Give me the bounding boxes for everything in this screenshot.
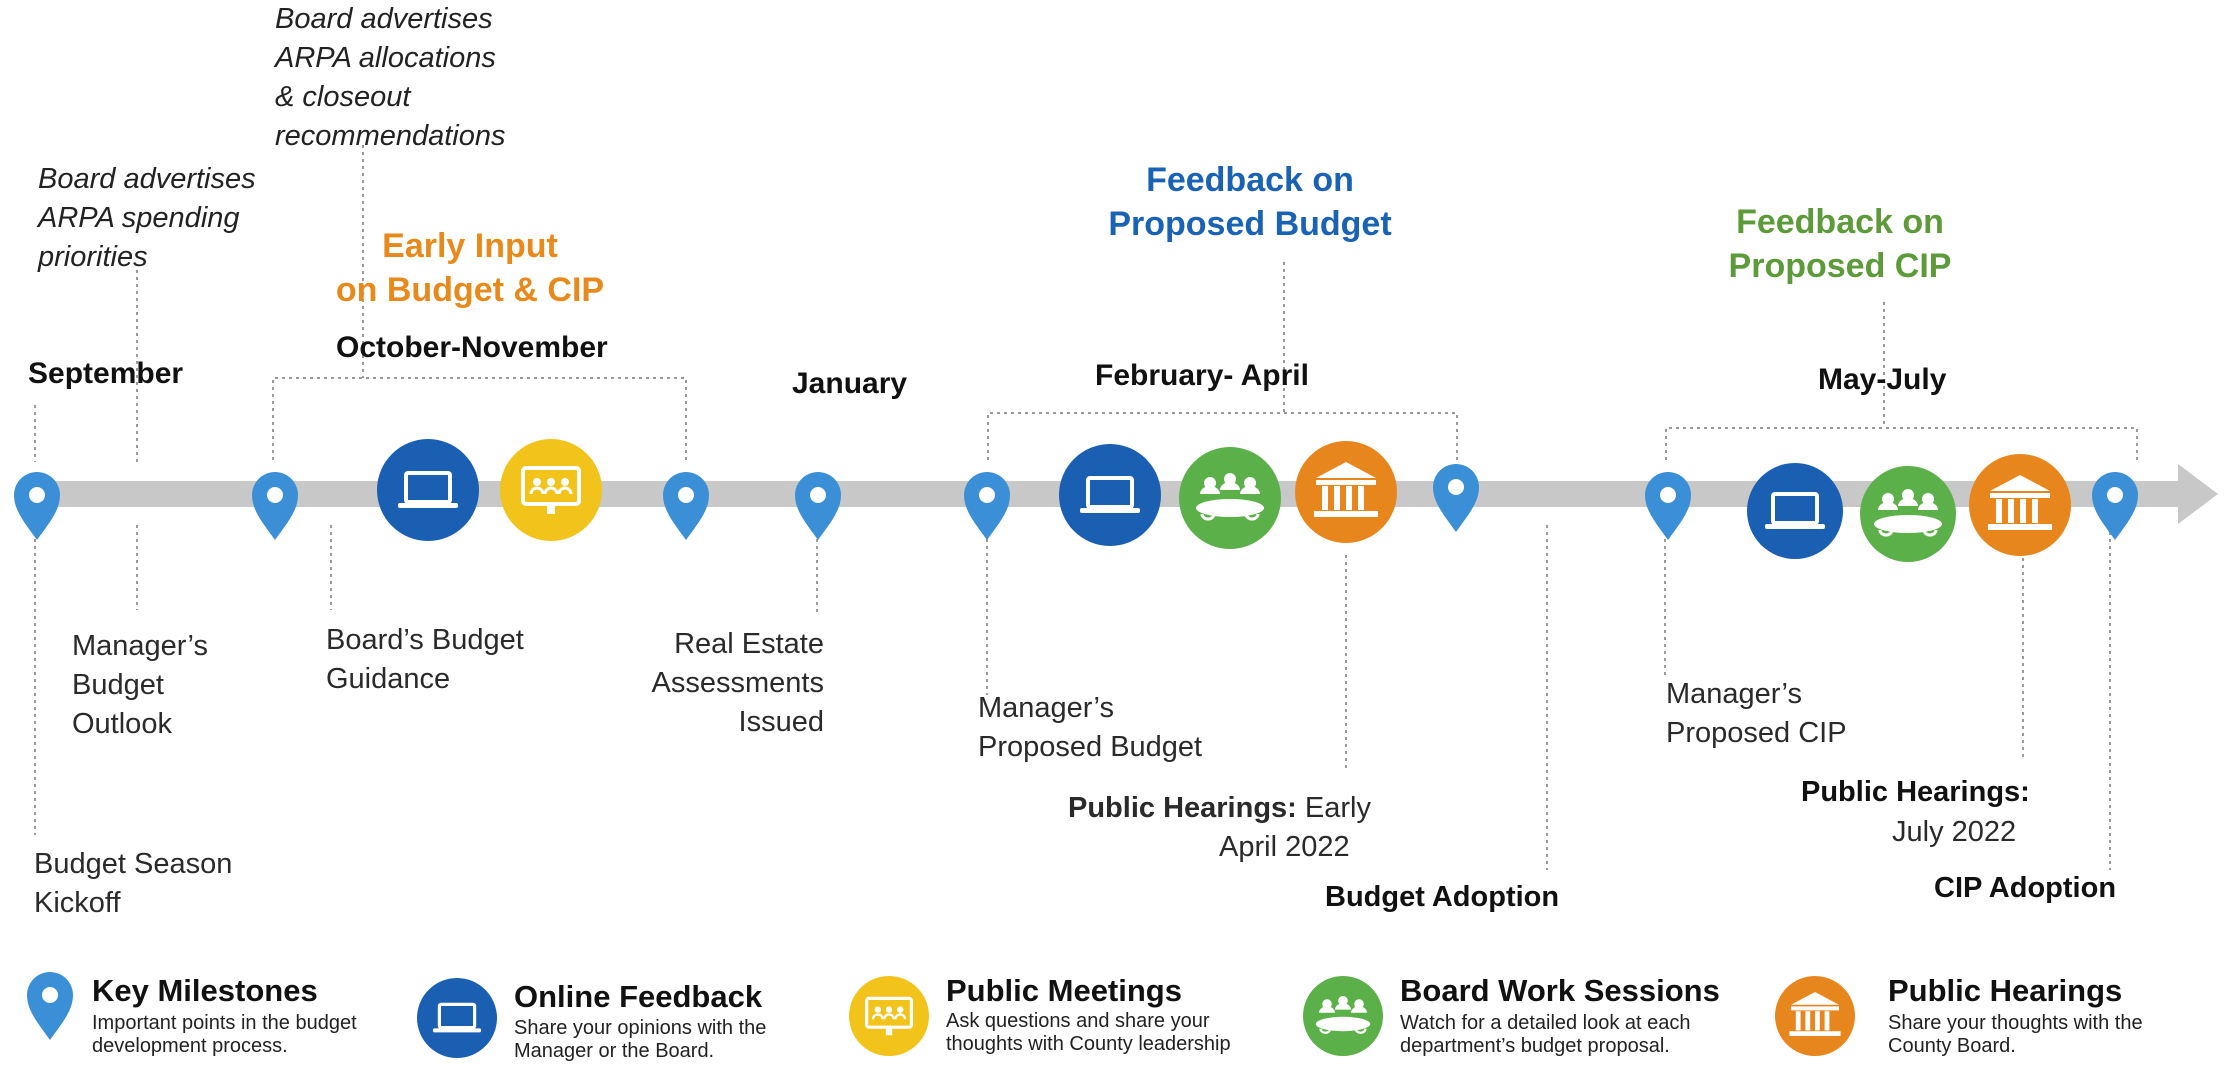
milestone-guidance-pin xyxy=(252,472,298,540)
arpa-allocations-note: Board advertises ARPA allocations & clos… xyxy=(275,3,506,152)
milestone-proposed-budget-pin xyxy=(964,472,1010,540)
month-january: January xyxy=(792,367,908,400)
event-budget-outlook: Manager’s Budget Outlook xyxy=(72,630,208,740)
public-hearings-icon xyxy=(1295,441,1397,543)
hearings-cip-label: Public Hearings: xyxy=(1801,776,2030,808)
legend-work-sessions-desc: Watch for a detailed look at each depart… xyxy=(1400,1012,1691,1057)
event-cip-adoption: CIP Adoption xyxy=(1934,872,2117,904)
legend-public-hearings-title: Public Hearings xyxy=(1888,973,2123,1008)
legend-work-sessions-title: Board Work Sessions xyxy=(1400,973,1720,1008)
milestone-proposed-cip-pin xyxy=(1645,472,1691,540)
online-feedback-icon xyxy=(377,439,479,541)
event-proposed-cip: Manager’s Proposed CIP xyxy=(1666,678,1847,749)
hearings-cip-date: July 2022 xyxy=(1892,816,2017,848)
hearings-budget-date-2: April 2022 xyxy=(1219,831,1350,863)
milestone-january-pin xyxy=(795,472,841,540)
milestone-cip-adoption-pin xyxy=(2092,472,2138,540)
legend-public-meetings-desc: Ask questions and share your thoughts wi… xyxy=(946,1010,1231,1055)
legend-presentation-icon xyxy=(849,976,929,1056)
legend-online-feedback-title: Online Feedback xyxy=(514,979,763,1014)
legend-public-hearings-desc: Share your thoughts with the County Boar… xyxy=(1888,1012,2143,1057)
public-meetings-icon xyxy=(500,439,602,541)
event-public-hearings-budget: Public Hearings: Early xyxy=(1068,789,1371,828)
legend-courthouse-icon xyxy=(1775,976,1855,1056)
milestone-september-pin xyxy=(14,472,60,540)
event-budget-guidance: Board’s Budget Guidance xyxy=(326,624,524,695)
online-feedback-icon xyxy=(1747,463,1843,559)
event-real-estate-assessments: Real Estate Assessments Issued xyxy=(651,628,824,738)
phase-early-input: Early Input on Budget & CIP xyxy=(335,227,605,309)
month-september: September xyxy=(28,357,184,390)
milestone-outlook-pin xyxy=(663,472,709,540)
legend-map-pin-icon xyxy=(27,972,73,1040)
month-february-april: February- April xyxy=(1095,359,1309,392)
online-feedback-icon xyxy=(1059,444,1161,546)
milestone-budget-adoption-pin xyxy=(1433,464,1479,532)
hearings-budget-date-1: Early xyxy=(1304,792,1371,824)
phase-feedback-cip: Feedback on Proposed CIP xyxy=(1728,203,1952,285)
legend-meeting-table-icon xyxy=(1303,976,1383,1056)
event-budget-season-kickoff: Budget Season Kickoff xyxy=(34,848,233,919)
legend-key-milestones-desc: Important points in the budget developme… xyxy=(92,1012,357,1057)
work-sessions-icon xyxy=(1860,466,1956,562)
month-october-november: October-November xyxy=(336,331,608,364)
work-sessions-icon xyxy=(1179,447,1281,549)
phase-feedback-budget: Feedback on Proposed Budget xyxy=(1108,161,1392,243)
arpa-spending-note: Board advertises ARPA spending prioritie… xyxy=(38,163,256,273)
legend-online-feedback-desc: Share your opinions with the Manager or … xyxy=(514,1017,767,1062)
legend-key-milestones-title: Key Milestones xyxy=(92,973,318,1008)
legend-laptop-icon xyxy=(417,978,497,1058)
event-proposed-budget: Manager’s Proposed Budget xyxy=(978,692,1203,763)
event-budget-adoption: Budget Adoption xyxy=(1325,881,1560,913)
public-hearings-icon xyxy=(1969,454,2071,556)
month-may-july: May-July xyxy=(1818,363,1947,396)
hearings-budget-label: Public Hearings: xyxy=(1068,792,1297,824)
leader-lines xyxy=(34,145,2138,870)
legend-public-meetings-title: Public Meetings xyxy=(946,973,1182,1008)
